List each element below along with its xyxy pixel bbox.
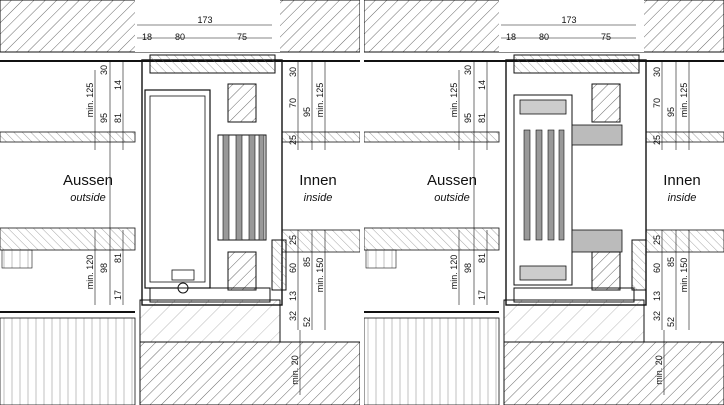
dim-top-81: 81 [477,113,487,123]
dim-top-25: 25 [288,135,298,145]
dim-top-14: 14 [113,80,123,90]
dim-top-70: 70 [288,98,298,108]
dim-top-30b: 30 [652,67,662,77]
dim-total: 173 [197,15,212,25]
dim-top-14: 14 [477,80,487,90]
dim-top-min125a: min. 125 [449,83,459,118]
dim-bot-17: 17 [477,290,487,300]
dim-top-min125b: min. 125 [315,83,325,118]
dim-bot-min120: min. 120 [85,255,95,290]
outside-label: Aussen [426,172,478,189]
inside-en-label: inside [303,192,333,204]
section-right: 173 18 80 75 30 14 95 81 min. 125 30 70 … [364,0,724,405]
threshold-block [139,299,281,343]
dim-bot-17: 17 [113,290,123,300]
dim-top-30b: 30 [288,67,298,77]
dim-bot-52: 52 [302,317,312,327]
dim-bot-60: 60 [288,263,298,273]
dim-top-95a: 95 [463,113,473,123]
dim-bot-min150: min. 150 [679,258,689,293]
dim-bot-min20: min. 20 [654,355,664,385]
section-left-drawing [0,0,360,405]
outer-cladding [0,317,136,405]
outside-label: Aussen [62,172,114,189]
dim-bot-85: 85 [666,257,676,267]
section-right-drawing [364,0,724,405]
outside-en-label: outside [70,192,106,204]
section-right-dimensions: 173 18 80 75 30 14 95 81 min. 125 30 70 … [449,15,689,385]
dim-c: 75 [601,32,611,42]
dim-bot-13: 13 [652,291,662,301]
dim-c: 75 [237,32,247,42]
dim-bot-25: 25 [288,235,298,245]
dim-bot-81: 81 [113,253,123,263]
dim-bot-13: 13 [288,291,298,301]
dim-top-min125b: min. 125 [679,83,689,118]
dim-top-95b: 95 [302,107,312,117]
dim-b: 80 [539,32,549,42]
inside-label: Innen [299,172,337,189]
dim-bot-52: 52 [666,317,676,327]
floor-slab [139,341,360,405]
dim-top-95b: 95 [666,107,676,117]
dim-bot-81: 81 [477,253,487,263]
dim-bot-min20: min. 20 [290,355,300,385]
dim-top-25: 25 [652,135,662,145]
dim-a: 18 [142,32,152,42]
inside-label: Innen [663,172,701,189]
dim-bot-32: 32 [288,311,298,321]
dim-total: 173 [561,15,576,25]
dim-bot-98: 98 [99,263,109,273]
section-left-dimensions: 173 18 80 75 30 14 95 81 min. 125 30 70 … [85,15,325,385]
dim-bot-60: 60 [652,263,662,273]
section-left: 173 18 80 75 30 14 95 81 min. 125 30 70 … [0,0,360,405]
dim-top-95a: 95 [99,113,109,123]
dim-top-70: 70 [652,98,662,108]
dim-bot-min150: min. 150 [315,258,325,293]
dim-bot-98: 98 [463,263,473,273]
dim-bot-min120: min. 120 [449,255,459,290]
dim-bot-32: 32 [652,311,662,321]
dim-bot-25: 25 [652,235,662,245]
dim-bot-85: 85 [302,257,312,267]
dim-top-min125a: min. 125 [85,83,95,118]
dim-top-81: 81 [113,113,123,123]
dim-top-30a: 30 [99,65,109,75]
inside-en-label: inside [667,192,697,204]
dim-a: 18 [506,32,516,42]
dim-b: 80 [175,32,185,42]
outside-en-label: outside [434,192,470,204]
dim-top-30a: 30 [463,65,473,75]
